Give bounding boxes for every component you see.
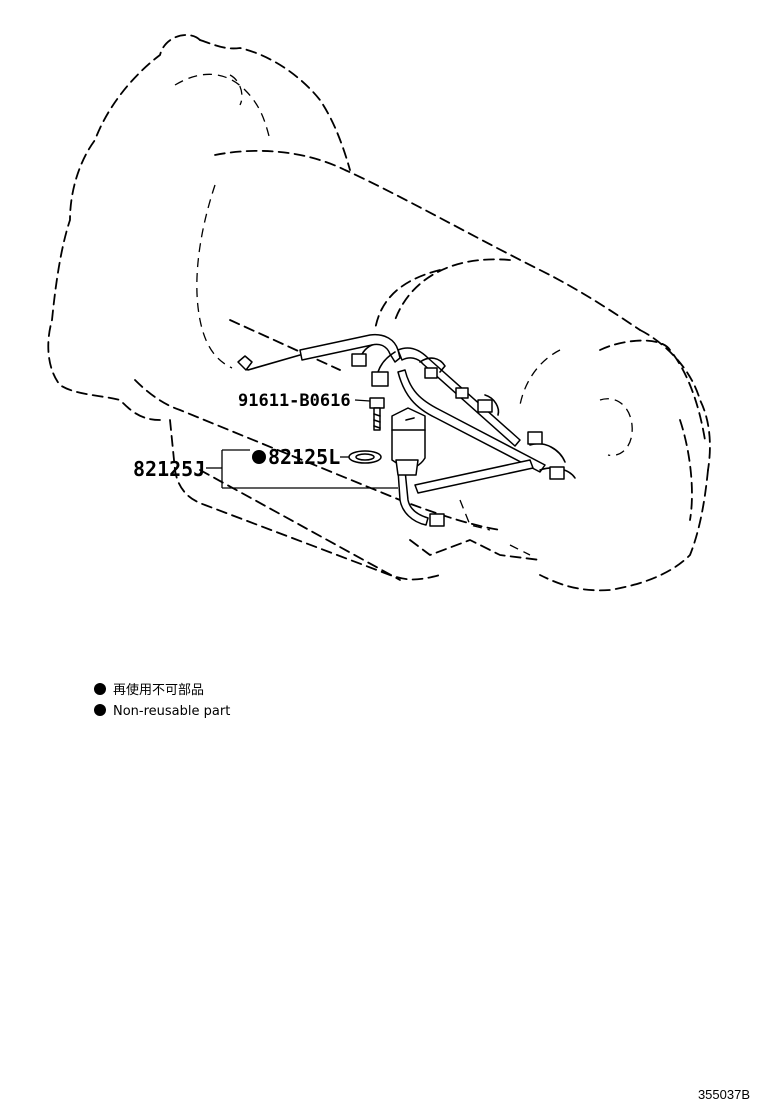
bolt [369, 397, 385, 431]
legend-english: Non-reusable part [113, 704, 230, 719]
connector-4 [455, 387, 469, 399]
wire-harness [237, 333, 576, 526]
legend-dot-icon [94, 683, 106, 695]
connector-1 [351, 353, 367, 367]
non-reusable-marker-icon [252, 450, 266, 464]
legend-dot-icon [94, 704, 106, 716]
bolt-part-number: 91611-B0616 [238, 391, 351, 411]
connector-3 [424, 367, 438, 379]
connector-7 [549, 466, 565, 480]
connector-8 [429, 513, 445, 527]
legend-japanese: 再使用不可部品 [113, 682, 204, 698]
legend: 再使用不可部品 Non-reusable part [94, 682, 230, 719]
harness-connectors [351, 353, 565, 527]
transmission-housing-outline [47, 34, 711, 592]
connector-6 [527, 431, 543, 445]
main-connector [391, 407, 426, 476]
leader-lines [206, 399, 398, 489]
connector-2 [371, 371, 389, 387]
gasket [348, 450, 382, 464]
diagram-code: 355037B [698, 1087, 750, 1102]
harness-part-number: 82125J [133, 457, 205, 481]
connector-5 [477, 399, 493, 413]
gasket-part-number: 82125L [268, 445, 340, 469]
